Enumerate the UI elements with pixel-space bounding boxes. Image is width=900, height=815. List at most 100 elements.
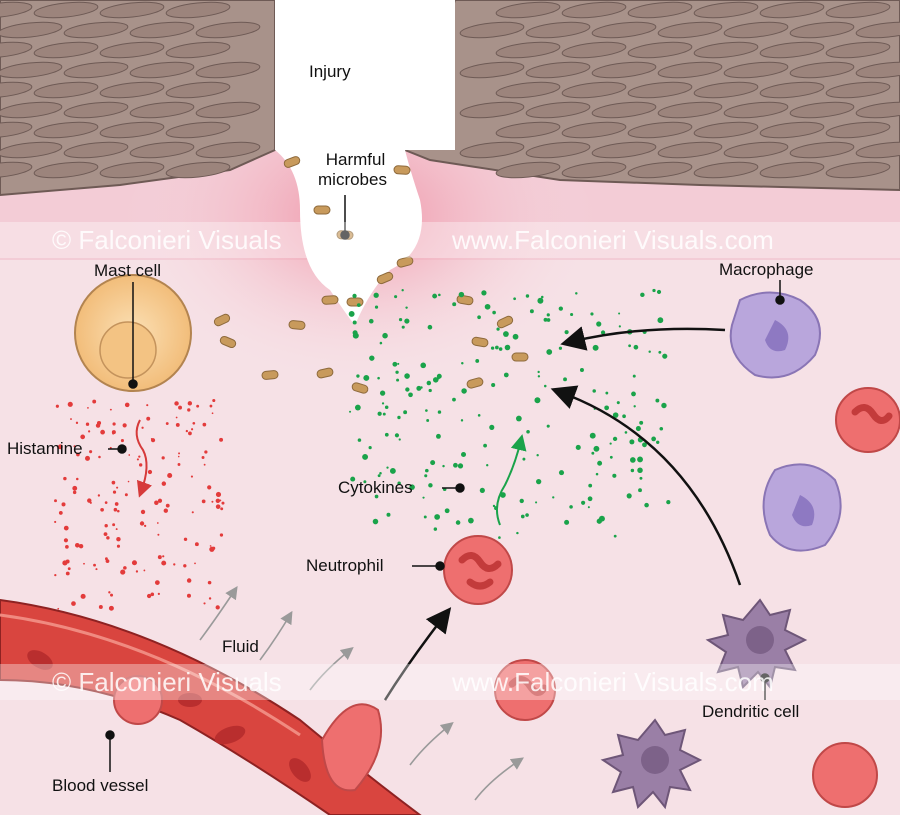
histamine-dot xyxy=(161,560,167,566)
skin-cell xyxy=(561,161,627,179)
cytokine-dot xyxy=(525,294,530,298)
cytokine-dot xyxy=(640,292,645,298)
cytokine-dot xyxy=(496,327,500,331)
histamine-dot xyxy=(115,528,118,531)
histamine-dot xyxy=(87,498,92,503)
histamine-dot xyxy=(207,580,212,585)
cytokine-dot xyxy=(618,312,621,315)
skin-cell xyxy=(789,21,855,39)
cytokine-dot xyxy=(552,496,555,499)
cytokine-dot xyxy=(386,512,391,517)
cytokine-dot xyxy=(564,519,570,525)
cytokine-dot xyxy=(374,305,379,309)
histamine-dot xyxy=(131,560,138,566)
histamine-dot xyxy=(112,490,117,494)
histamine-dot xyxy=(161,456,165,460)
cytokine-dot xyxy=(398,438,401,441)
cytokine-dot xyxy=(616,401,620,405)
macrophage-nucleus xyxy=(765,320,789,352)
wound-opening xyxy=(275,0,455,325)
label-harmful-microbes-line1: Harmful xyxy=(325,150,386,169)
cytokine-dot xyxy=(395,370,399,374)
cytokine-dot xyxy=(529,309,534,314)
cytokine-dot xyxy=(434,514,441,520)
cytokine-dot xyxy=(525,513,529,517)
cytokine-dot xyxy=(590,312,594,316)
cytokine-dot xyxy=(432,293,438,299)
cytokine-dot xyxy=(475,359,480,363)
cytokine-dot xyxy=(437,376,440,380)
skin-cell xyxy=(33,1,99,19)
skin-cell xyxy=(657,141,723,159)
skin-cell xyxy=(561,121,627,139)
histamine-dot xyxy=(211,412,214,415)
cytokine-dot xyxy=(655,398,660,403)
cytokine-dot xyxy=(630,468,635,473)
cytokine-dot xyxy=(461,362,464,365)
histamine-dot xyxy=(207,485,212,490)
cytokine-dot xyxy=(457,463,464,469)
skin-cell xyxy=(627,121,693,139)
histamine-dot xyxy=(208,597,212,600)
histamine-dot xyxy=(219,437,224,442)
cytokine-dot xyxy=(373,292,379,298)
cytokine-dot xyxy=(519,498,524,504)
cytokine-dot xyxy=(591,451,595,455)
cytokine-dot xyxy=(612,412,619,418)
microbe xyxy=(261,370,279,380)
microbe xyxy=(288,320,306,330)
cytokine-dot xyxy=(442,464,445,468)
histamine-dot xyxy=(105,557,108,561)
skin-cell xyxy=(723,141,789,159)
cytokine-dot xyxy=(579,367,584,372)
cytokine-dot xyxy=(570,312,574,317)
histamine-dot xyxy=(202,422,207,427)
macrophage-2-nucleus xyxy=(792,495,815,527)
red-blood-cells xyxy=(27,650,311,782)
cytokine-dot xyxy=(637,456,643,463)
cytokine-dot xyxy=(350,476,356,482)
label-fluid: Fluid xyxy=(222,637,259,656)
skin-cell xyxy=(525,141,591,159)
cytokine-dot xyxy=(453,462,458,468)
cytokine-dot xyxy=(526,430,530,434)
skin-cell xyxy=(693,81,759,99)
skin-cell xyxy=(825,41,891,59)
skin-cell xyxy=(33,81,99,99)
cytokine-dot xyxy=(484,303,491,310)
cytokine-dot xyxy=(605,391,609,395)
skin-cell xyxy=(33,121,99,139)
skin-cell xyxy=(693,121,759,139)
skin-cell xyxy=(495,1,561,19)
cytokine-dot xyxy=(379,341,383,345)
neutrophils xyxy=(113,387,900,808)
cytokine-dot xyxy=(661,402,667,409)
dendritic-cells xyxy=(600,598,808,810)
cytokine-dot xyxy=(437,410,442,414)
histamine-dot xyxy=(122,423,127,428)
cytokine-dot xyxy=(631,391,636,397)
histamine-dot xyxy=(183,564,187,568)
skin-cell xyxy=(495,81,561,99)
cytokine-dot xyxy=(420,362,427,369)
skin-cells xyxy=(0,1,900,179)
cytokine-dot xyxy=(405,387,410,392)
watermark-copyright: © Falconieri Visuals xyxy=(52,667,282,697)
cytokine-dot xyxy=(349,410,352,413)
histamine-dot xyxy=(136,458,139,461)
skin-cell xyxy=(63,141,129,159)
cytokine-dot xyxy=(428,483,433,488)
label-leaders xyxy=(105,195,785,772)
skin-cell xyxy=(165,81,231,99)
cytokine-dot xyxy=(546,318,551,322)
histamine-dot xyxy=(55,404,59,408)
label-neutrophil: Neutrophil xyxy=(306,556,384,575)
skin-cell xyxy=(33,41,99,59)
cytokine-dot xyxy=(382,412,386,416)
cytokine-dot xyxy=(592,389,596,393)
cytokine-dot xyxy=(597,460,603,466)
skin-cell xyxy=(825,161,891,179)
histamine-dot xyxy=(139,463,143,467)
histamine-dot xyxy=(63,525,69,531)
cytokine-dot xyxy=(386,466,389,469)
